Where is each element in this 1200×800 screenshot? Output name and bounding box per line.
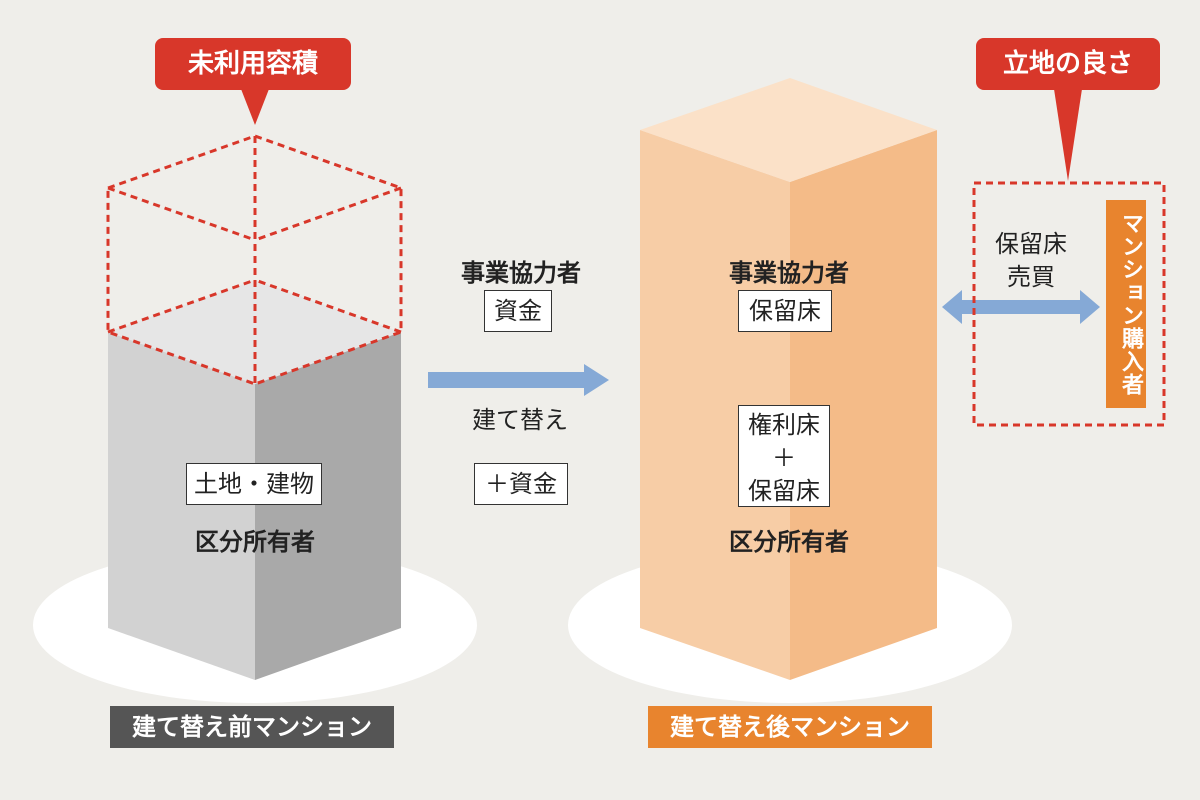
callout-unused-floor-area: 未利用容積: [155, 38, 351, 90]
funds-box: 資金: [484, 290, 552, 332]
callout-unused-floor-area-text: 未利用容積: [187, 49, 318, 79]
callout-location-tail: [1054, 89, 1082, 181]
rebuild-label: 建て替え: [472, 406, 568, 434]
reserved-floor-box: 保留床: [738, 290, 832, 332]
callout-location-advantage: 立地の良さ: [976, 38, 1160, 90]
caption-after-text: 建て替え後マンション: [670, 713, 910, 741]
reserved-floor-text: 保留床: [749, 297, 821, 325]
plus-funds-box: ＋資金: [474, 463, 568, 505]
buyer-label: マンション購入者: [1106, 200, 1146, 408]
caption-after: 建て替え後マンション: [648, 706, 932, 748]
building-before: [108, 280, 401, 680]
caption-before-text: 建て替え前マンション: [132, 713, 372, 741]
funds-text: 資金: [494, 297, 542, 325]
after-owner-label: 区分所有者: [729, 528, 849, 556]
plus-funds-text: ＋資金: [485, 470, 557, 498]
building-after: [640, 78, 937, 680]
rights-floor-line1: 権利床: [748, 411, 820, 439]
callout-location-advantage-text: 立地の良さ: [1002, 49, 1133, 79]
after-partner-label: 事業協力者: [729, 259, 849, 287]
trade-line2: 売買: [1007, 263, 1055, 291]
caption-before: 建て替え前マンション: [110, 706, 394, 748]
callout-unused-tail: [241, 89, 269, 125]
rebuild-arrow: [428, 364, 609, 396]
before-owner-label: 区分所有者: [195, 528, 315, 556]
trade-label: 保留床 売買: [978, 228, 1084, 294]
middle-partner-label: 事業協力者: [461, 259, 581, 287]
land-building-box: 土地・建物: [186, 463, 322, 505]
rights-floor-line2: ＋: [772, 444, 796, 472]
unused-volume-dashed-cube: [106, 134, 403, 386]
rights-floor-line3: 保留床: [748, 477, 820, 505]
trade-line1: 保留床: [995, 230, 1067, 258]
land-building-text: 土地・建物: [194, 470, 314, 498]
rights-floor-box: 権利床 ＋ 保留床: [738, 405, 830, 507]
trade-double-arrow: [942, 290, 1100, 324]
